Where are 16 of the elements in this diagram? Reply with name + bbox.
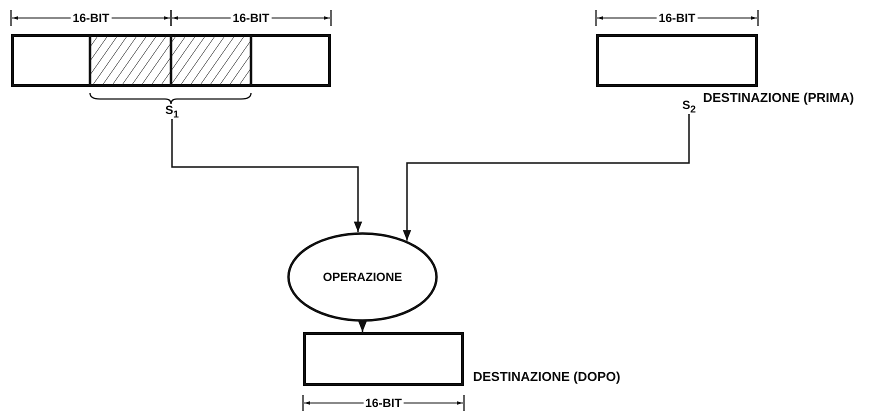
dimension-label: 16-BIT (230, 11, 272, 25)
dimension-label: 16-BIT (70, 11, 112, 25)
operation-label: OPERAZIONE (322, 270, 402, 284)
register-caption: DESTINAZIONE (PRIMA) (703, 91, 854, 105)
operation-ellipse (287, 232, 438, 322)
register-caption: DESTINAZIONE (DOPO) (473, 370, 620, 384)
arrow (358, 322, 367, 332)
dimension-label: 16-BIT (656, 11, 698, 25)
arrow (402, 114, 690, 241)
signal-label: S$_{1}$ (164, 103, 180, 119)
register-box (596, 34, 758, 87)
register-box (303, 332, 464, 386)
dimension-label: 16-BIT (363, 396, 404, 410)
register-box (11, 34, 331, 87)
signal-label: S$_{2}$ (681, 98, 697, 114)
arrow (171, 119, 362, 232)
